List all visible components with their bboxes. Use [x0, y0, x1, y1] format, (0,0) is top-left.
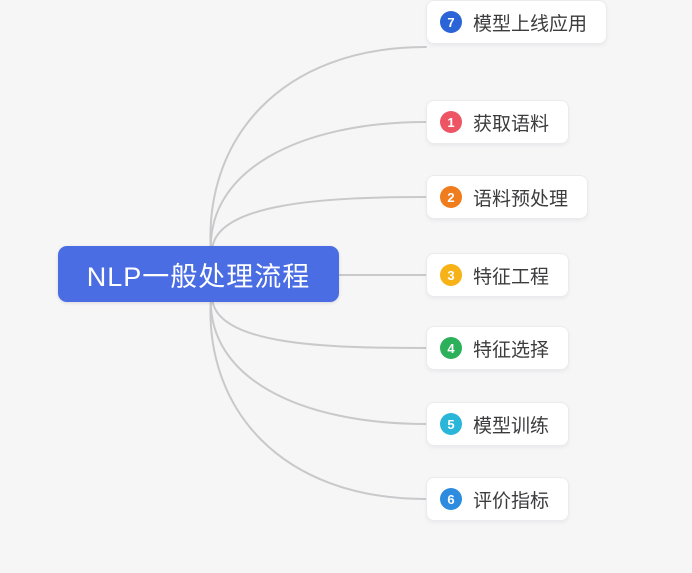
connector-line-7: [209, 294, 427, 500]
branch-node-label: 特征选择: [473, 339, 550, 361]
step-number-badge: 7: [440, 11, 462, 33]
step-number-badge: 5: [440, 413, 462, 435]
branch-node-label: 特征工程: [473, 266, 550, 288]
step-number-badge: 2: [440, 186, 462, 208]
connector-line-3: [211, 196, 427, 253]
connector-line-5: [211, 295, 427, 349]
connector-line-2: [209, 121, 427, 254]
branch-node-label: 模型训练: [473, 415, 550, 437]
branch-node-label: 获取语料: [473, 113, 550, 135]
branch-node-model-training[interactable]: 5 模型训练: [426, 402, 570, 446]
connector-line-6: [209, 294, 427, 425]
root-node-nlp-process[interactable]: NLP一般处理流程: [58, 246, 339, 302]
branch-node-model-deployment[interactable]: 7 模型上线应用: [426, 0, 608, 44]
root-node-label: NLP一般处理流程: [86, 261, 311, 292]
branch-node-label: 评价指标: [473, 490, 550, 512]
step-number-badge: 1: [440, 111, 462, 133]
branch-node-feature-engineering[interactable]: 3 特征工程: [426, 253, 570, 297]
branch-node-feature-selection[interactable]: 4 特征选择: [426, 326, 570, 370]
branch-node-label: 语料预处理: [473, 188, 569, 210]
branch-node-label: 模型上线应用: [473, 13, 588, 35]
branch-node-evaluation-metrics[interactable]: 6 评价指标: [426, 477, 570, 521]
step-number-badge: 6: [440, 488, 462, 510]
step-number-badge: 4: [440, 337, 462, 359]
connector-lines: [209, 46, 427, 500]
branch-node-acquire-corpus[interactable]: 1 获取语料: [426, 100, 570, 144]
branch-node-corpus-preprocessing[interactable]: 2 语料预处理: [426, 175, 589, 219]
connector-line-1: [209, 46, 427, 254]
step-number-badge: 3: [440, 264, 462, 286]
